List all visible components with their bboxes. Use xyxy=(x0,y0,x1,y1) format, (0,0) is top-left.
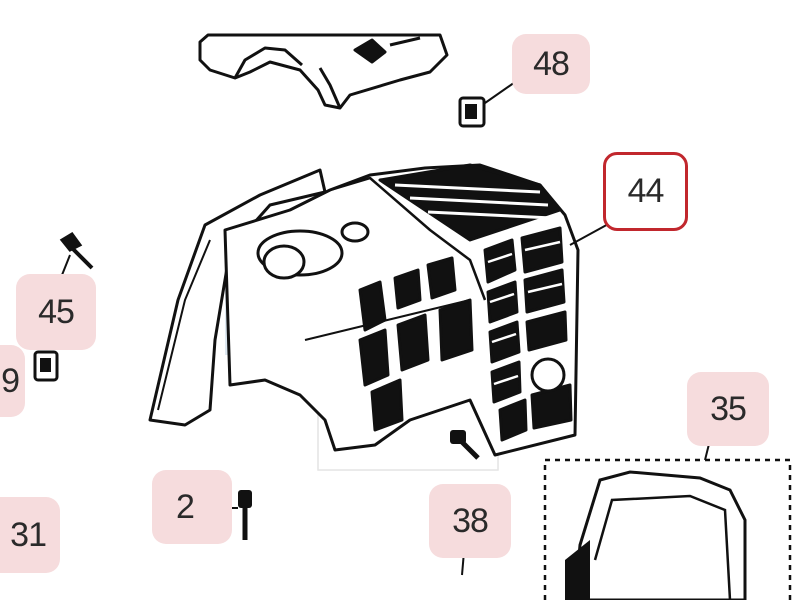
callout-38: 38 xyxy=(429,484,511,558)
callout-44: 44 xyxy=(603,152,688,231)
callout-2: 2 xyxy=(152,470,232,544)
callout-35: 35 xyxy=(687,372,769,446)
callout-9: 9 xyxy=(0,345,25,417)
part-35-assembly xyxy=(543,431,792,600)
leader-44 xyxy=(569,221,613,246)
part-48-nut xyxy=(458,79,519,128)
top-cover-part xyxy=(198,33,449,110)
part-45-screw xyxy=(59,232,94,276)
callout-48: 48 xyxy=(512,34,590,94)
callout-45: 45 xyxy=(16,274,96,350)
part-44-cylinder-cover xyxy=(148,163,580,457)
callout-31: 31 xyxy=(0,497,60,573)
part-9-nut xyxy=(33,350,59,382)
